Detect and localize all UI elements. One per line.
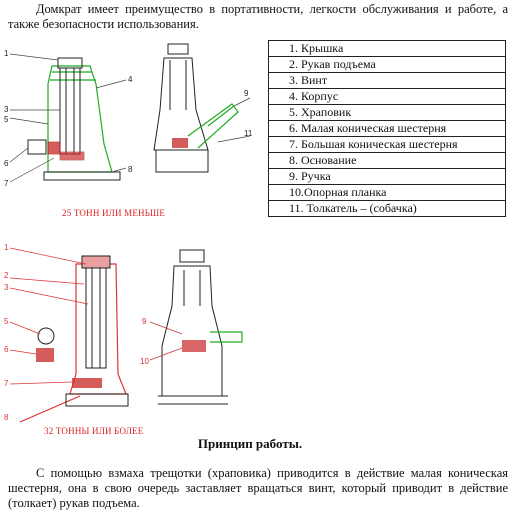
section-heading: Принцип работы. — [197, 436, 303, 451]
callout-8: 8 — [128, 165, 133, 174]
part-cell: 1. Крышка — [268, 40, 506, 57]
part-cell: 3. Винт — [268, 72, 506, 89]
caption-large-jack: 32 ТОННЫ ИЛИ БОЛЕЕ — [44, 426, 144, 436]
callout-10: 10 — [140, 357, 149, 366]
callout-8: 8 — [4, 413, 9, 422]
callout-9: 9 — [142, 317, 147, 326]
callout-7: 7 — [4, 179, 9, 188]
callout-3: 3 — [4, 283, 9, 292]
part-cell: 10.Опорная планка — [268, 184, 506, 201]
callout-2: 2 — [4, 271, 9, 280]
part-cell: 2. Рукав подъема — [268, 56, 506, 73]
table-row: 5. Храповик — [268, 104, 506, 121]
parts-table: 1. Крышка 2. Рукав подъема 3. Винт 4. Ко… — [268, 40, 506, 217]
table-row: 11. Толкатель – (собачка) — [268, 200, 506, 217]
jack-large-section-figure: 1 2 3 5 6 7 8 — [4, 243, 129, 423]
callout-6: 6 — [4, 345, 9, 354]
jack-small-exterior-figure: 9 11 — [153, 43, 253, 173]
table-row: 7. Большая коническая шестерня — [268, 136, 506, 153]
callout-1: 1 — [4, 49, 9, 58]
part-cell: 5. Храповик — [268, 104, 506, 121]
callout-6: 6 — [4, 159, 9, 168]
table-row: 1. Крышка — [268, 40, 506, 57]
table-row: 8. Основание — [268, 152, 506, 169]
part-cell: 8. Основание — [268, 152, 506, 169]
caption-small-jack: 25 ТОНН ИЛИ МЕНЬШЕ — [62, 208, 166, 218]
part-cell: 6. Малая коническая шестерня — [268, 120, 506, 137]
table-row: 2. Рукав подъема — [268, 56, 506, 73]
callout-5: 5 — [4, 317, 9, 326]
callout-11: 11 — [244, 129, 253, 138]
callout-4: 4 — [128, 75, 133, 84]
callout-7: 7 — [4, 379, 9, 388]
callout-1: 1 — [4, 243, 9, 252]
table-row: 4. Корпус — [268, 88, 506, 105]
table-row: 6. Малая коническая шестерня — [268, 120, 506, 137]
part-cell: 7. Большая коническая шестерня — [268, 136, 506, 153]
part-cell: 4. Корпус — [268, 88, 506, 105]
intro-paragraph: Домкрат имеет преимущество в портативнос… — [8, 2, 508, 31]
jack-small-section-figure: 1 3 5 6 7 4 8 — [4, 49, 133, 188]
callout-5: 5 — [4, 115, 9, 124]
callout-3: 3 — [4, 105, 9, 114]
table-row: 3. Винт — [268, 72, 506, 89]
jack-large-exterior-figure: 9 10 — [140, 249, 243, 405]
table-row: 10.Опорная планка — [268, 184, 506, 201]
callout-9: 9 — [244, 89, 249, 98]
part-cell: 9. Ручка — [268, 168, 506, 185]
table-row: 9. Ручка — [268, 168, 506, 185]
principle-paragraph: С помощью взмаха трещотки (храповика) пр… — [8, 466, 508, 510]
part-cell: 11. Толкатель – (собачка) — [268, 200, 506, 217]
